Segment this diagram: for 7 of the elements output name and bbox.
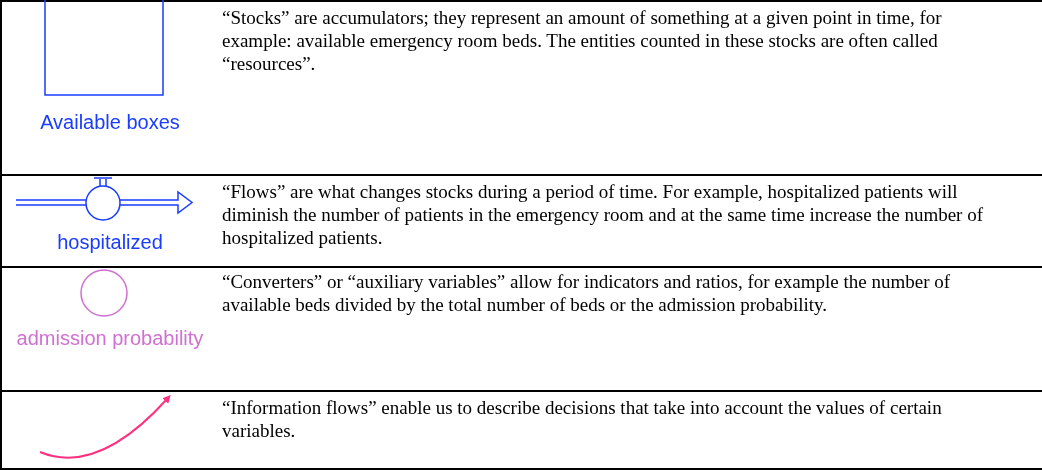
variable-name: hospitalized [56,230,164,255]
description-text: “Stocks” are accumulators; they represent an amount of something at a given point in time, for example: available emergency room beds. The entities counted in these stocks are often called “resources”. [222,6,943,75]
description-text: “Information flows” enable us to describe decisions that take into account the values of certain variables. [222,396,943,442]
description-text: “Flows” are what changes stocks during a period of time. For example, hospitalized patients will diminish the number of patients in the emergency room and at the same time increase the number of hospitalized patients. [222,180,984,249]
description-text: “Converters” or “auxiliary variables” allow for indicators and ratios, for example the number of available beds divided by the total number of beds or the admission probability. [222,270,952,316]
variable-name: admission probability [15,326,205,351]
variable-name: Available boxes [39,110,181,135]
